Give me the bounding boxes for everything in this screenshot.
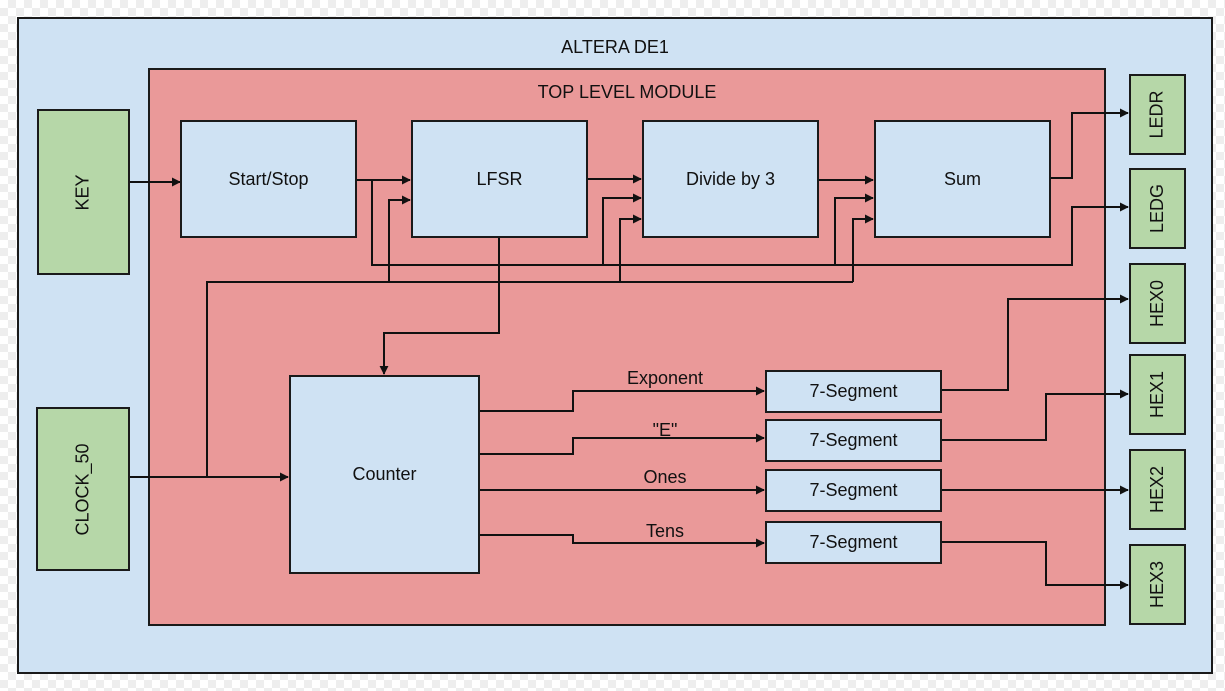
wire-sum-ledr [1050,108,1129,179]
wire-seg4-hex3 [941,541,1129,590]
sum-label: Sum [943,168,981,189]
wire-seg1-hex0 [941,294,1129,391]
key-input: KEY [37,109,130,275]
key-label: KEY [73,173,93,211]
lfsr-label: LFSR [476,168,523,189]
wire-clock-divide [619,214,642,282]
seg-label: 7-Segment [809,381,898,401]
ledg-label: LEDG [1147,183,1167,234]
wire-label-ones: Ones [643,467,687,487]
wire-clock-lfsr [388,195,411,282]
seg-label: 7-Segment [809,430,898,450]
wire-seg2-hex1 [941,389,1129,441]
hex1-label: HEX1 [1147,370,1167,419]
hex0-label: HEX0 [1147,279,1167,328]
lfsr-block: LFSR [411,120,588,238]
wire-en-divide [602,193,642,265]
hex0-output: HEX0 [1129,263,1186,344]
wire-label-tens: Tens [645,521,685,541]
wire-counter-seg4 [479,534,765,548]
wire-label-e: "E" [652,420,678,440]
divide-block: Divide by 3 [642,120,819,238]
wire-lfsr-counter [379,238,500,375]
seg-block-tens: 7-Segment [765,521,942,564]
wire-counter-seg1 [479,386,765,412]
wire-startstop-bus [371,180,1129,266]
hex2-label: HEX2 [1147,465,1167,514]
counter-block: Counter [289,375,480,574]
ledg-output: LEDG [1129,168,1186,249]
sum-block: Sum [874,120,1051,238]
wire-en-sum [834,193,874,265]
ledr-output: LEDR [1129,74,1186,155]
wire-clock-bus [206,281,853,477]
hex2-output: HEX2 [1129,449,1186,530]
start-stop-label: Start/Stop [228,168,309,189]
clock-input: CLOCK_50 [36,407,130,571]
seg-block-e: 7-Segment [765,419,942,462]
module-title: TOP LEVEL MODULE [537,82,717,102]
seg-label: 7-Segment [809,532,898,552]
start-stop-block: Start/Stop [180,120,357,238]
seg-block-exponent: 7-Segment [765,370,942,413]
divide-label: Divide by 3 [685,168,776,189]
hex3-label: HEX3 [1147,560,1167,609]
wire-counter-seg2 [479,433,765,455]
ledr-label: LEDR [1146,90,1167,139]
seg-label: 7-Segment [809,480,898,500]
clock-label: CLOCK_50 [72,442,93,536]
hex1-output: HEX1 [1129,354,1186,435]
wire-clock-sum [852,214,874,282]
board-title: ALTERA DE1 [561,37,669,57]
seg-block-ones: 7-Segment [765,469,942,512]
counter-label: Counter [352,464,417,484]
hex3-output: HEX3 [1129,544,1186,625]
wire-label-exponent: Exponent [626,368,704,388]
